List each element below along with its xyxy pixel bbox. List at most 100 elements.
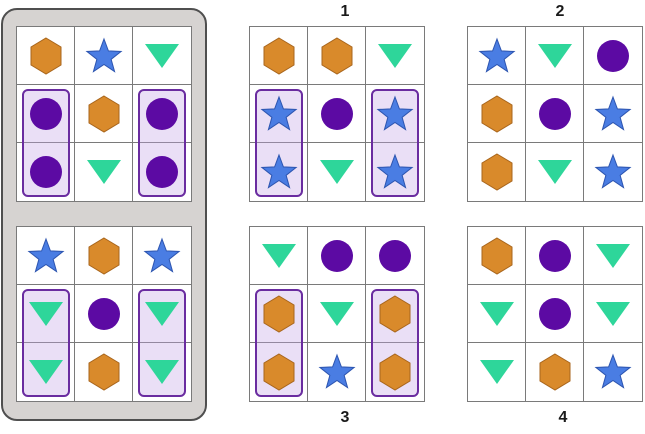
grid-cell <box>308 227 366 285</box>
option-grid-3[interactable] <box>249 226 425 402</box>
circle-icon <box>538 239 571 272</box>
grid-cell <box>308 85 366 143</box>
grid-cell <box>366 27 424 85</box>
example-grid-bottom <box>16 226 192 402</box>
grid-cell <box>17 285 75 343</box>
circle-icon <box>597 39 629 72</box>
triangle-icon <box>596 301 630 326</box>
option-label-3: 3 <box>340 409 350 426</box>
grid-cell <box>366 227 424 285</box>
triangle-icon <box>145 301 179 326</box>
triangle-icon <box>28 360 63 384</box>
option-label-1: 1 <box>340 3 350 20</box>
triangle-icon <box>28 301 63 326</box>
circle-icon <box>29 156 62 188</box>
grid-cell <box>17 227 75 285</box>
triangle-icon <box>537 43 572 68</box>
grid-cell <box>75 227 133 285</box>
grid-cell <box>250 85 308 143</box>
grid-cell <box>250 227 308 285</box>
grid-cell <box>584 27 642 85</box>
hexagon-icon <box>88 94 119 133</box>
triangle-icon <box>145 43 179 68</box>
option-label-2: 2 <box>555 3 565 20</box>
option-grid-2[interactable] <box>467 26 643 202</box>
triangle-icon <box>537 160 572 184</box>
hexagon-icon <box>88 353 119 391</box>
hexagon-icon <box>481 94 512 133</box>
grid-cell <box>468 27 526 85</box>
circle-icon <box>29 97 62 130</box>
hexagon-icon <box>379 294 411 333</box>
circle-icon <box>538 297 571 330</box>
grid-cell <box>468 227 526 285</box>
hexagon-icon <box>481 236 512 275</box>
grid-cell <box>526 343 584 401</box>
hexagon-icon <box>321 36 352 75</box>
circle-icon <box>146 156 178 188</box>
option-label-4: 4 <box>558 409 568 426</box>
grid-cell <box>308 27 366 85</box>
option-grid-4[interactable] <box>467 226 643 402</box>
grid-cell <box>133 227 191 285</box>
hexagon-icon <box>263 36 294 75</box>
grid-cell <box>75 27 133 85</box>
star-icon <box>478 37 515 73</box>
hexagon-icon <box>379 353 411 391</box>
grid-cell <box>75 85 133 143</box>
grid-cell <box>250 27 308 85</box>
grid-cell <box>17 85 75 143</box>
star-icon <box>143 237 181 273</box>
hexagon-icon <box>263 294 294 333</box>
hexagon-icon <box>30 36 61 75</box>
star-icon <box>260 95 297 131</box>
grid-cell <box>584 143 642 201</box>
triangle-icon <box>86 160 121 184</box>
grid-cell <box>526 143 584 201</box>
grid-cell <box>133 27 191 85</box>
grid-cell <box>468 143 526 201</box>
triangle-icon <box>319 160 354 184</box>
grid-cell <box>526 27 584 85</box>
grid-cell <box>133 285 191 343</box>
circle-icon <box>379 239 411 272</box>
grid-cell <box>468 85 526 143</box>
hexagon-icon <box>539 353 570 391</box>
triangle-icon <box>319 301 354 326</box>
star-icon <box>594 353 632 389</box>
grid-cell <box>366 85 424 143</box>
grid-cell <box>17 343 75 401</box>
grid-cell <box>308 343 366 401</box>
circle-icon <box>146 97 178 130</box>
grid-cell <box>366 285 424 343</box>
grid-cell <box>584 85 642 143</box>
grid-cell <box>250 285 308 343</box>
triangle-icon <box>261 243 296 268</box>
grid-cell <box>75 343 133 401</box>
grid-cell <box>75 143 133 201</box>
grid-cell <box>75 285 133 343</box>
star-icon <box>85 37 122 73</box>
option-grid-1[interactable] <box>249 26 425 202</box>
circle-icon <box>320 239 353 272</box>
grid-cell <box>133 143 191 201</box>
star-icon <box>594 95 632 131</box>
hexagon-icon <box>263 353 294 391</box>
triangle-icon <box>145 360 179 384</box>
grid-cell <box>526 227 584 285</box>
grid-cell <box>17 143 75 201</box>
example-grid-top <box>16 26 192 202</box>
grid-cell <box>133 343 191 401</box>
circle-icon <box>538 97 571 130</box>
grid-cell <box>308 285 366 343</box>
hexagon-icon <box>88 236 119 275</box>
grid-cell <box>468 343 526 401</box>
star-icon <box>376 95 414 131</box>
grid-cell <box>584 343 642 401</box>
star-icon <box>27 237 64 273</box>
grid-cell <box>366 143 424 201</box>
grid-cell <box>584 285 642 343</box>
triangle-icon <box>479 301 514 326</box>
star-icon <box>594 153 632 189</box>
grid-cell <box>17 27 75 85</box>
